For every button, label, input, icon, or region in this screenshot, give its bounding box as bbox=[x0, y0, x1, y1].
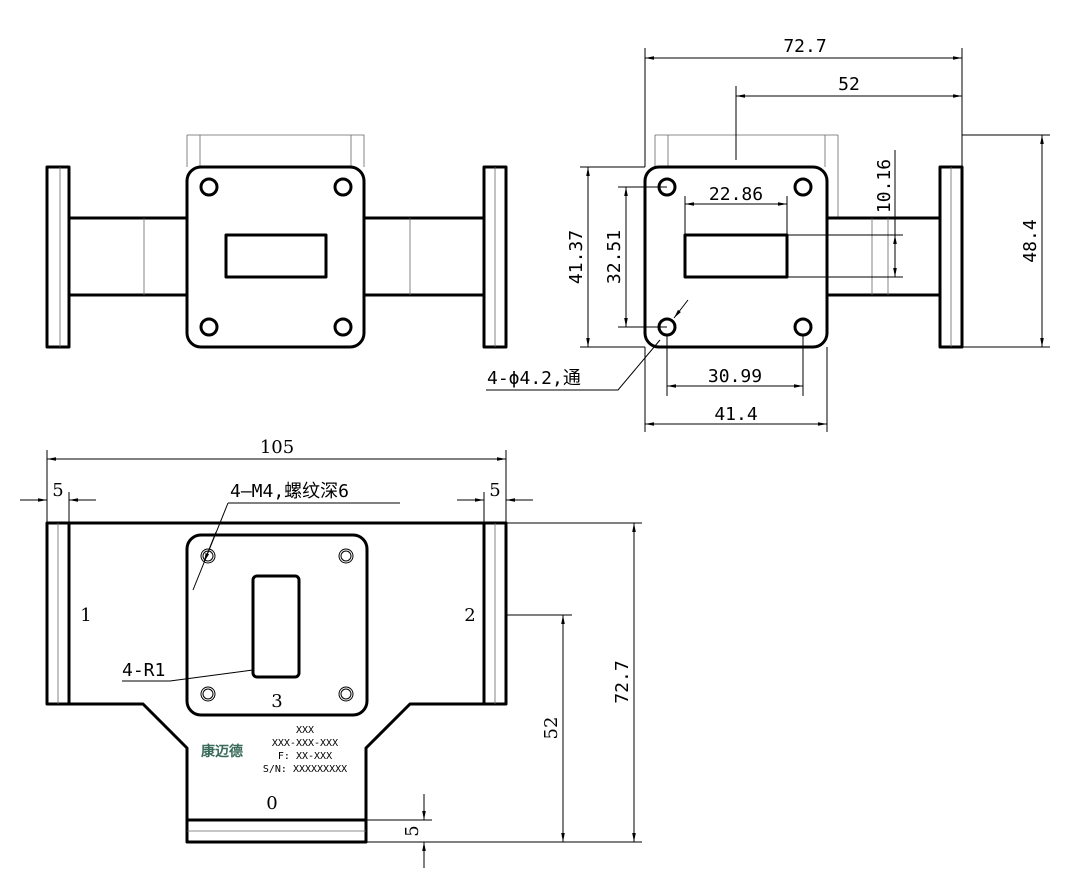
tee-slot bbox=[251, 574, 301, 679]
leader-hole-arrow bbox=[673, 299, 689, 319]
dim-text-4137: 41.37 bbox=[566, 230, 587, 284]
ext-lines-727-side bbox=[506, 522, 642, 843]
end-arm-hidden bbox=[871, 218, 889, 295]
ext-lines-4137 bbox=[580, 166, 645, 348]
front-hole-bl bbox=[199, 317, 219, 337]
dim-text-727: 72.7 bbox=[783, 36, 826, 57]
ext-lines-3251 bbox=[618, 186, 667, 328]
ext-lines-52-side bbox=[366, 614, 572, 843]
dim-text-thread-callout: 4—M4,螺纹深6 bbox=[230, 481, 349, 502]
leader-thread-arrow bbox=[203, 531, 217, 563]
tee-hole-tr-inner bbox=[340, 550, 352, 562]
end-hole-br bbox=[793, 317, 813, 337]
tee-hole-bl-inner bbox=[202, 688, 214, 700]
tee-top-flange bbox=[185, 533, 369, 717]
top-view: 1 2 3 0 康迈德 XXX XXX-XXX-XXX F: XX-XXX S/… bbox=[20, 437, 642, 868]
dim-text-52-side: 52 bbox=[541, 717, 562, 740]
front-view bbox=[45, 134, 508, 349]
nameplate-line1: XXX bbox=[296, 725, 314, 736]
port-label-0: 0 bbox=[266, 793, 277, 814]
front-hidden-lines bbox=[59, 167, 496, 347]
dim-text-hole-callout: 4-ϕ4.2,通 bbox=[487, 368, 581, 389]
ext-lines-727 bbox=[644, 48, 963, 167]
front-opening bbox=[224, 233, 328, 279]
front-center-flange bbox=[185, 165, 366, 349]
nameplate-line3: F: XX-XXX bbox=[278, 751, 332, 762]
dim-text-52: 52 bbox=[838, 74, 860, 95]
dim-text-3099: 30.99 bbox=[708, 366, 762, 387]
dim-text-2286: 22.86 bbox=[709, 184, 763, 205]
front-hole-br bbox=[333, 317, 353, 337]
port-label-1: 1 bbox=[80, 605, 91, 626]
ext-lines-484 bbox=[962, 134, 1050, 348]
front-arms bbox=[69, 216, 484, 297]
nameplate-line4: S/N: XXXXXXXXX bbox=[263, 764, 347, 775]
tee-hole-tr bbox=[338, 548, 354, 564]
dim-text-3251: 32.51 bbox=[604, 230, 625, 284]
tee-hole-bl bbox=[200, 686, 216, 702]
end-arm bbox=[827, 216, 940, 297]
ext-lines-105 bbox=[46, 450, 507, 523]
dim-text-radius: 4-R1 bbox=[122, 660, 165, 681]
dim-text-727-side: 72.7 bbox=[612, 660, 633, 703]
end-flange bbox=[643, 165, 829, 349]
ext-lines-414 bbox=[644, 347, 828, 432]
front-left-flange bbox=[45, 165, 71, 349]
tee-hole-br bbox=[338, 686, 354, 702]
tee-hole-tl bbox=[200, 548, 216, 564]
end-opening bbox=[683, 233, 789, 279]
dim-text-414: 41.4 bbox=[714, 404, 757, 425]
front-hole-tl bbox=[199, 177, 219, 197]
dim-text-105: 105 bbox=[260, 437, 294, 458]
dim-text-1016: 10.16 bbox=[874, 159, 895, 213]
end-view: 72.7 52 22.86 10.16 41.37 32.51 48.4 4-ϕ… bbox=[486, 36, 1050, 432]
tee-hole-br-inner bbox=[340, 688, 352, 700]
dim-text-5-bottom: 5 bbox=[402, 825, 423, 836]
end-top-stub bbox=[654, 134, 839, 218]
front-hole-tr bbox=[333, 177, 353, 197]
ext-lines-1016 bbox=[787, 234, 903, 278]
dim-text-5-right: 5 bbox=[489, 480, 500, 501]
dim-text-484: 48.4 bbox=[1020, 219, 1041, 262]
port-label-2: 2 bbox=[464, 605, 475, 626]
leader-radius bbox=[122, 669, 254, 682]
tee-body-outline bbox=[45, 521, 508, 822]
port-label-3: 3 bbox=[271, 691, 282, 712]
nameplate-logo: 康迈德 bbox=[201, 743, 243, 760]
leader-hole-callout bbox=[486, 339, 661, 391]
dim-text-5-left: 5 bbox=[52, 480, 63, 501]
front-top-stub bbox=[186, 134, 365, 167]
end-hole-tr bbox=[793, 177, 813, 197]
nameplate-line2: XXX-XXX-XXX bbox=[272, 738, 338, 749]
